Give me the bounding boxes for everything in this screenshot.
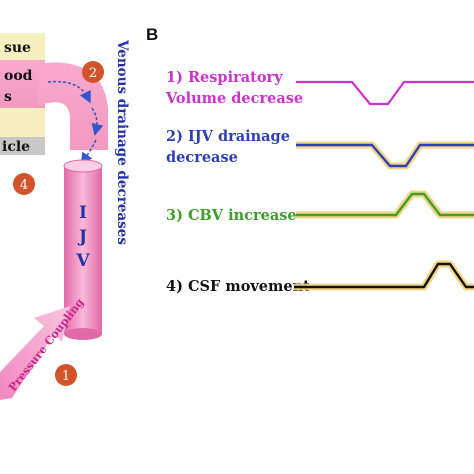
ijv-tube — [63, 159, 103, 340]
row-4-label: 4) CSF movement — [166, 278, 310, 295]
row-2-label-line2: decrease — [166, 149, 238, 166]
svg-text:2: 2 — [89, 66, 97, 81]
ventricle-box — [0, 137, 45, 155]
row-2-trace — [296, 143, 474, 168]
ventricle-label: icle — [2, 139, 30, 155]
vessel-curve — [38, 62, 108, 150]
row-1-trace — [296, 80, 474, 106]
svg-text:4: 4 — [20, 178, 28, 193]
flow-arrow-3 — [80, 139, 97, 165]
venous-drainage-label: Venous drainage decreases — [114, 39, 130, 245]
row-4-trace-glow — [294, 260, 474, 291]
flow-arrow-2 — [91, 107, 104, 136]
tissue-label: sue — [4, 40, 31, 56]
row-2-trace-glow — [296, 141, 474, 170]
badge-1: 1 — [55, 364, 77, 386]
blood-box — [0, 60, 45, 108]
svg-text:1: 1 — [62, 369, 70, 384]
row-1-label-line2: Volume decrease — [165, 90, 303, 107]
row-3-label: 3) CBV increase — [166, 207, 297, 224]
panel-b-label: B — [146, 25, 158, 44]
tube-letter-i: I — [79, 203, 87, 223]
pressure-coupling-arrow — [0, 306, 70, 400]
blood-label-line2: s — [4, 89, 12, 105]
row-1-label-line1: 1) Respiratory — [166, 69, 283, 86]
flow-arrow-1 — [47, 80, 91, 104]
left-panel: sue ood s icle I J V Venous drainage dec… — [0, 33, 130, 400]
tube-letter-j: J — [77, 227, 87, 247]
row-4-trace — [294, 262, 474, 289]
row-3-trace-glow — [296, 190, 474, 219]
right-panel: 1) Respiratory Volume decrease 2) IJV dr… — [165, 69, 474, 295]
row-3-trace — [296, 192, 474, 217]
row-2-label-line1: 2) IJV drainage — [166, 128, 290, 145]
badge-2: 2 — [82, 61, 104, 83]
blood-label-line1: ood — [4, 68, 33, 84]
badge-4: 4 — [13, 173, 35, 195]
tube-letter-v: V — [75, 251, 90, 271]
